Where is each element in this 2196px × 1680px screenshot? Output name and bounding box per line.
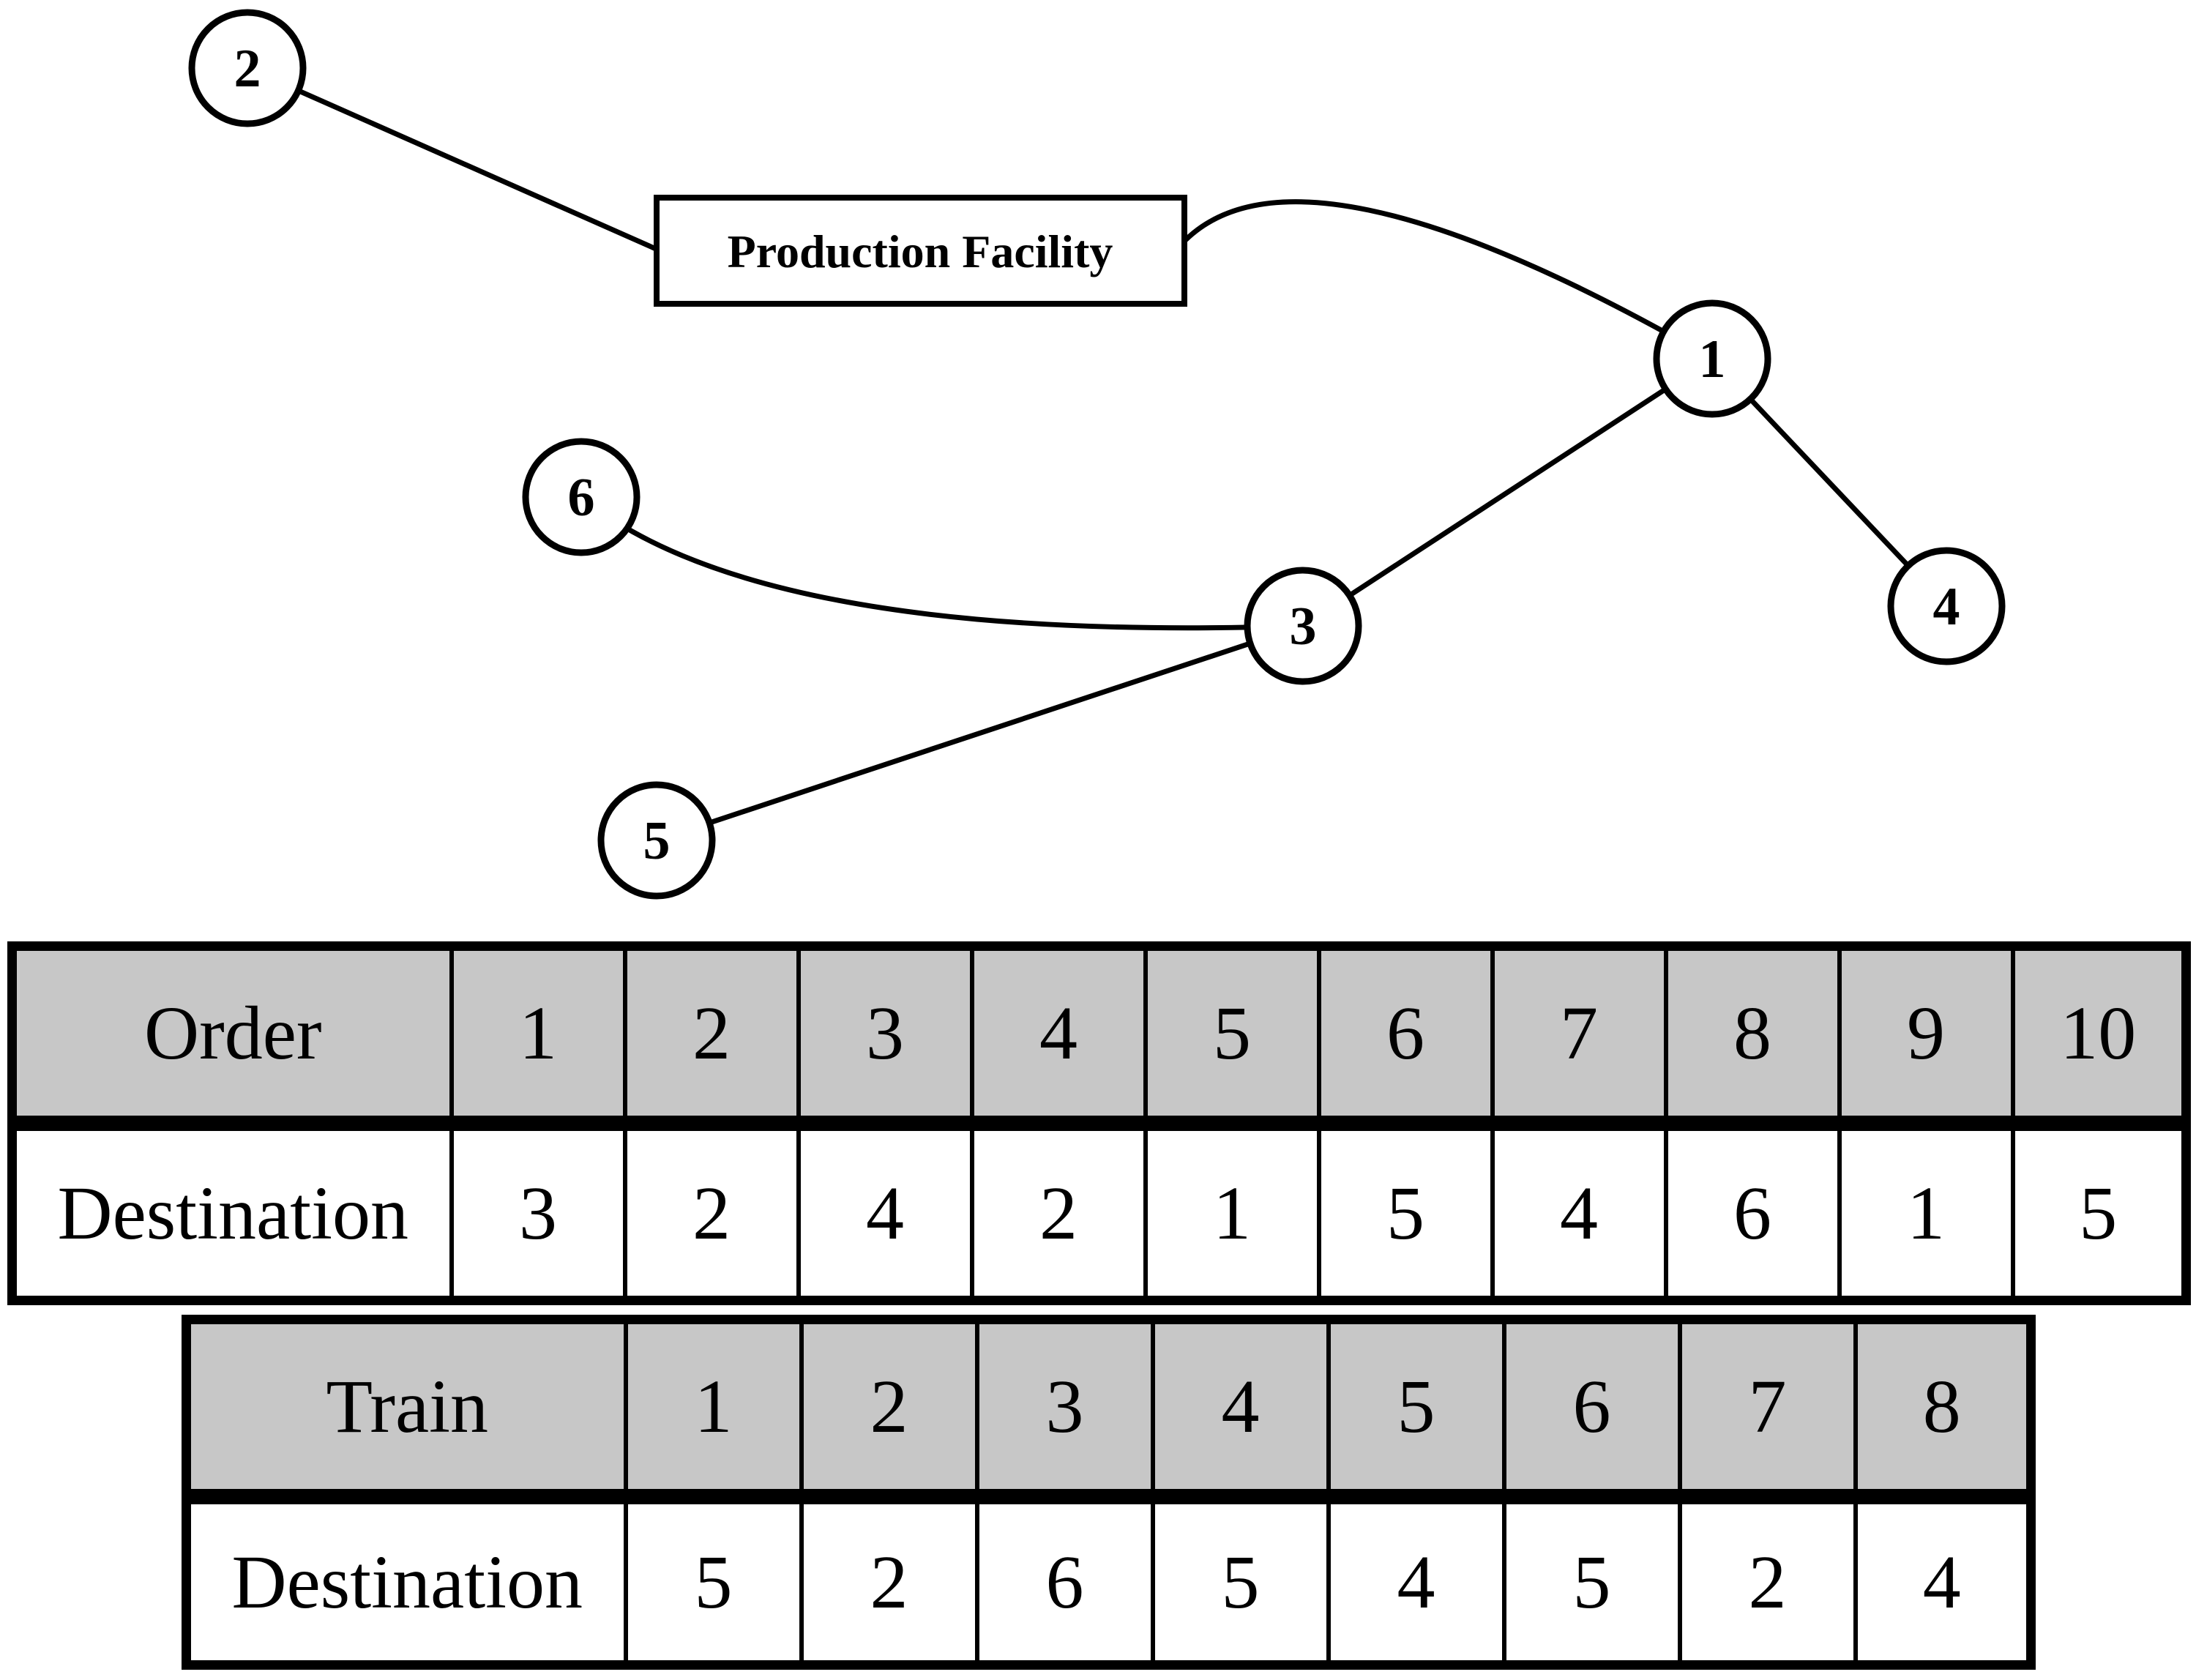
node-label-3: 3 [1290,597,1317,657]
train-destination-label: Destination [184,1494,628,1668]
order-col-2: 2 [622,944,801,1131]
order-destination-label: Destination [10,1121,454,1303]
order-col-4: 4 [969,944,1148,1131]
train-dest-5: 4 [1326,1494,1506,1668]
node-5: 5 [597,781,716,900]
node-circle-3 [1244,567,1362,685]
node-1: 1 [1653,299,1771,418]
node-3: 3 [1244,567,1362,685]
train-col-8: 8 [1853,1317,2033,1504]
train-col-6: 6 [1501,1317,1682,1504]
order-col-5: 5 [1143,944,1321,1131]
order-destination-row: Destination 3 2 4 2 1 5 4 6 1 5 [10,1121,2189,1303]
train-dest-4: 5 [1150,1494,1331,1668]
node-circle-4 [1887,547,2006,665]
node-circle-2 [188,9,307,127]
node-label-5: 5 [643,811,671,871]
train-header-label: Train [184,1317,628,1504]
node-label-2: 2 [234,39,261,99]
order-col-3: 3 [796,944,974,1131]
order-col-9: 9 [1837,944,2015,1131]
node-6: 6 [522,438,640,556]
train-col-2: 2 [799,1317,979,1504]
production-facility-node: Production Facility [654,195,1187,307]
order-dest-10: 5 [2010,1121,2189,1303]
train-dest-6: 5 [1501,1494,1682,1668]
order-col-1: 1 [449,944,627,1131]
train-dest-2: 2 [799,1494,979,1668]
train-dest-7: 2 [1677,1494,1858,1668]
node-4: 4 [1887,547,2006,665]
order-header-label: Order [10,944,454,1131]
edge-5-3 [655,623,1304,843]
order-col-6: 6 [1316,944,1495,1131]
order-dest-9: 1 [1837,1121,2015,1303]
train-dest-8: 4 [1853,1494,2033,1668]
train-dest-3: 6 [974,1494,1155,1668]
edge-6-3 [579,495,1304,631]
train-dest-1: 5 [623,1494,804,1668]
node-circle-5 [597,781,716,900]
node-circle-6 [522,438,640,556]
train-col-3: 3 [974,1317,1155,1504]
order-header-row: Order 1 2 3 4 5 6 7 8 9 10 [10,944,2189,1131]
order-table: Order 1 2 3 4 5 6 7 8 9 10 Destination 3… [7,941,2191,1305]
node-label-6: 6 [568,468,595,528]
edge-1-3 [1301,356,1714,628]
node-label-1: 1 [1699,329,1726,389]
train-destination-row: Destination 5 2 6 5 4 5 2 4 [184,1494,2033,1668]
order-dest-1: 3 [449,1121,627,1303]
order-dest-8: 6 [1663,1121,1842,1303]
order-dest-7: 4 [1490,1121,1668,1303]
edge-group [246,65,1949,843]
node-2: 2 [188,9,307,127]
train-col-5: 5 [1326,1317,1506,1504]
order-col-7: 7 [1490,944,1668,1131]
train-col-1: 1 [623,1317,804,1504]
production-facility-label: Production Facility [728,225,1113,277]
train-col-7: 7 [1677,1317,1858,1504]
order-dest-6: 5 [1316,1121,1495,1303]
order-col-10: 10 [2010,944,2189,1131]
node-circle-1 [1653,299,1771,418]
edge-facility-1 [1176,199,1714,362]
order-dest-2: 2 [622,1121,801,1303]
train-table: Train 1 2 3 4 5 6 7 8 Destination 5 2 6 … [182,1315,2036,1670]
node-label-4: 4 [1933,577,1960,637]
production-facility-box [654,195,1187,307]
edge-2-facility [246,65,664,255]
order-dest-4: 2 [969,1121,1148,1303]
order-col-8: 8 [1663,944,1842,1131]
order-dest-3: 4 [796,1121,974,1303]
order-dest-5: 1 [1143,1121,1321,1303]
train-col-4: 4 [1150,1317,1331,1504]
train-header-row: Train 1 2 3 4 5 6 7 8 [184,1317,2033,1504]
